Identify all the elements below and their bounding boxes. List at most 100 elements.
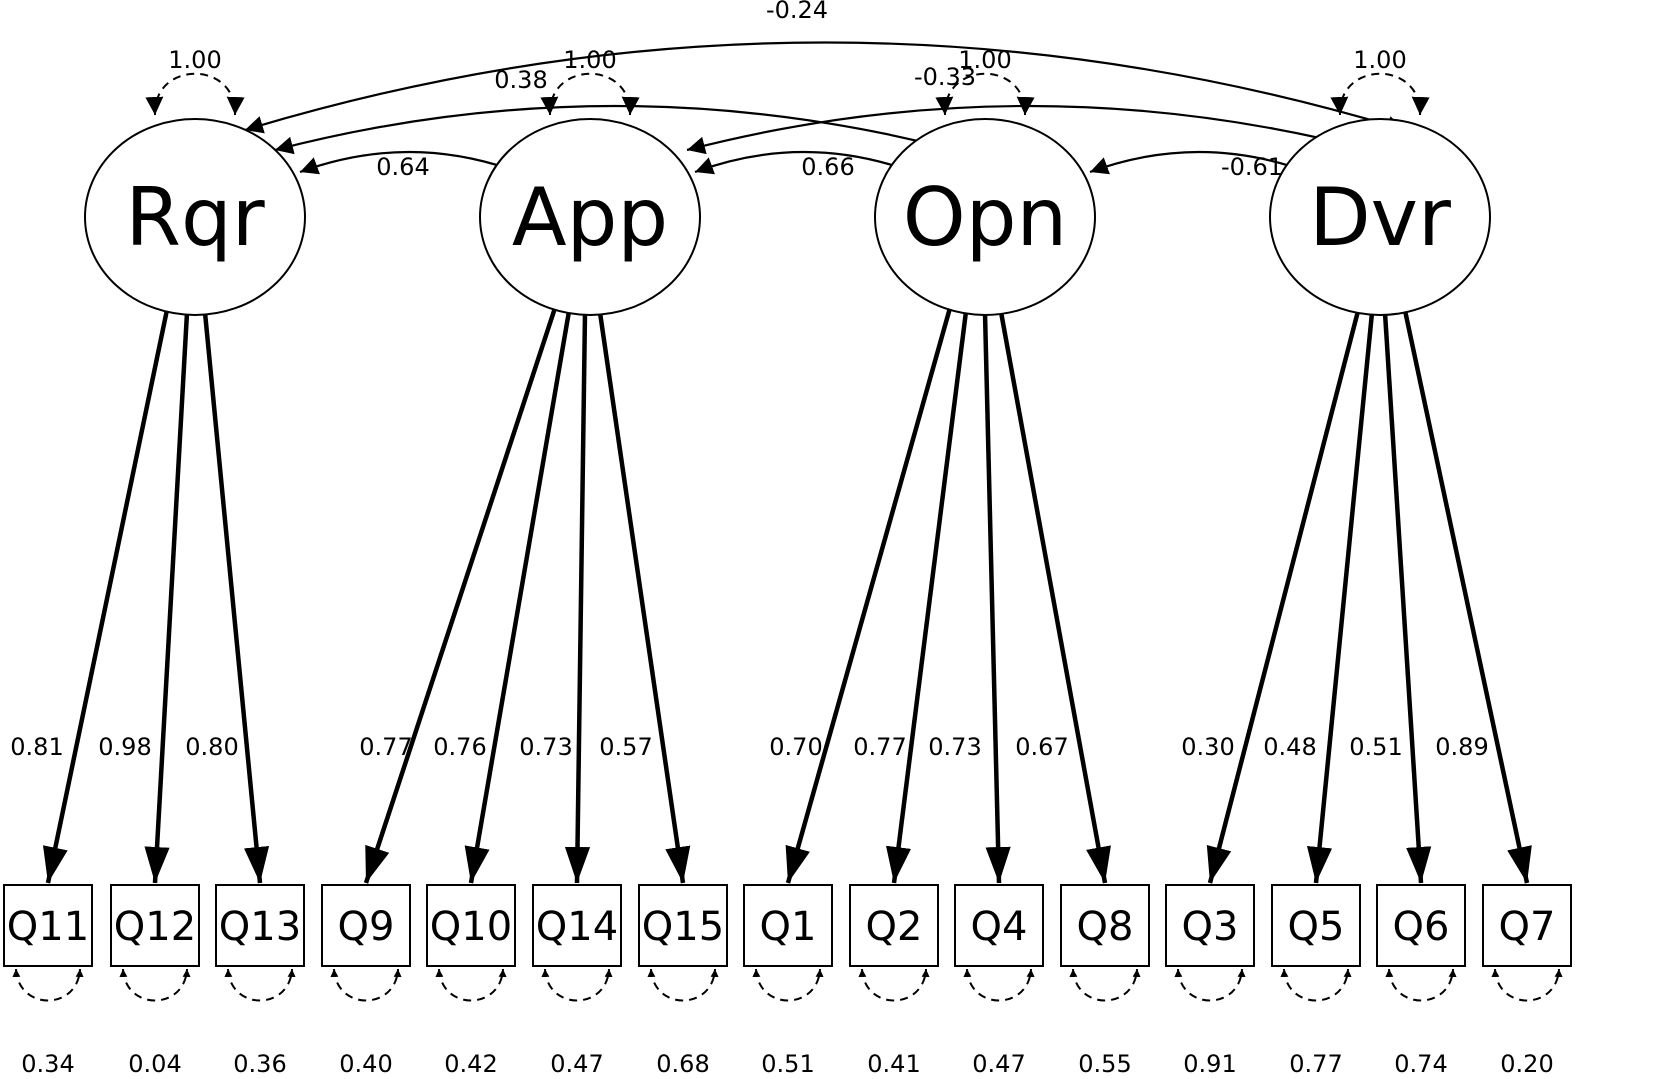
residual-value-q8: 0.55 xyxy=(1078,1050,1131,1078)
variance-value-app: 1.00 xyxy=(563,46,616,74)
loading-value-q2: 0.77 xyxy=(853,733,906,761)
residual-loop-q15 xyxy=(647,968,719,1002)
loading-arrow-q5 xyxy=(1306,312,1375,884)
residual-loop-q2 xyxy=(858,968,930,1002)
item-box-q14 xyxy=(532,884,622,967)
item-label-q5: Q5 xyxy=(1288,904,1345,950)
loading-value-q1: 0.70 xyxy=(769,733,822,761)
loading-value-q15: 0.57 xyxy=(599,733,652,761)
factor-node-opn xyxy=(874,118,1096,316)
item-label-q8: Q8 xyxy=(1077,904,1134,950)
loading-arrow-q7 xyxy=(1402,309,1532,884)
item-box-q1 xyxy=(743,884,833,967)
loading-arrow-q6 xyxy=(1382,312,1432,884)
residual-value-q4: 0.47 xyxy=(972,1050,1025,1078)
item-box-q8 xyxy=(1060,884,1150,967)
residual-value-q3: 0.91 xyxy=(1183,1050,1236,1078)
item-label-q1: Q1 xyxy=(760,904,817,950)
item-box-q12 xyxy=(110,884,200,967)
loading-arrow-q15 xyxy=(597,312,691,884)
loading-arrow-q2 xyxy=(885,311,969,884)
residual-loop-q4 xyxy=(963,968,1035,1002)
variance-loop-dvr xyxy=(1330,72,1430,116)
item-label-q15: Q15 xyxy=(642,904,724,950)
item-label-q9: Q9 xyxy=(338,904,395,950)
residual-value-q10: 0.42 xyxy=(444,1050,497,1078)
residual-value-q14: 0.47 xyxy=(550,1050,603,1078)
loading-arrow-q8 xyxy=(998,311,1111,884)
loading-value-q4: 0.73 xyxy=(928,733,981,761)
loading-arrow-q10 xyxy=(464,310,572,884)
loading-arrow-q3 xyxy=(1206,310,1361,884)
loading-arrow-q13 xyxy=(202,312,270,884)
factor-label-app: App xyxy=(512,171,668,264)
residual-value-q12: 0.04 xyxy=(128,1050,181,1078)
residual-loop-q7 xyxy=(1491,968,1563,1002)
item-label-q11: Q11 xyxy=(7,904,89,950)
variance-loop-opn xyxy=(935,72,1035,116)
residual-value-q13: 0.36 xyxy=(233,1050,286,1078)
loading-value-q9: 0.77 xyxy=(359,733,412,761)
residual-value-q2: 0.41 xyxy=(867,1050,920,1078)
residual-loop-q12 xyxy=(119,968,191,1002)
residual-value-q15: 0.68 xyxy=(656,1050,709,1078)
item-label-q7: Q7 xyxy=(1499,904,1556,950)
item-label-q2: Q2 xyxy=(866,904,923,950)
item-box-q2 xyxy=(849,884,939,967)
covariance-value-opn-dvr: -0.61 xyxy=(1221,153,1283,181)
loading-value-q10: 0.76 xyxy=(433,733,486,761)
variance-value-rqr: 1.00 xyxy=(168,46,221,74)
item-box-q4 xyxy=(954,884,1044,967)
loading-value-q13: 0.80 xyxy=(185,733,238,761)
loading-value-q5: 0.48 xyxy=(1263,733,1316,761)
factor-label-opn: Opn xyxy=(903,171,1067,264)
residual-value-q6: 0.74 xyxy=(1394,1050,1447,1078)
variance-loop-app xyxy=(540,72,640,116)
factor-label-rqr: Rqr xyxy=(125,171,264,264)
residual-loop-q3 xyxy=(1174,968,1246,1002)
loading-value-q12: 0.98 xyxy=(98,733,151,761)
residual-loop-q13 xyxy=(224,968,296,1002)
loading-arrow-q14 xyxy=(564,312,591,884)
item-box-q10 xyxy=(426,884,516,967)
factor-label-dvr: Dvr xyxy=(1309,171,1451,264)
item-label-q10: Q10 xyxy=(430,904,512,950)
item-label-q6: Q6 xyxy=(1393,904,1450,950)
item-box-q9 xyxy=(321,884,411,967)
covariance-value-rqr-app: 0.64 xyxy=(376,153,429,181)
residual-loop-q10 xyxy=(435,968,507,1002)
residual-loop-q6 xyxy=(1385,968,1457,1002)
item-label-q14: Q14 xyxy=(536,904,618,950)
variance-value-dvr: 1.00 xyxy=(1353,46,1406,74)
covariance-value-app-opn: 0.66 xyxy=(801,153,854,181)
covariance-value-app-dvr: -0.33 xyxy=(914,63,976,91)
loading-value-q11: 0.81 xyxy=(10,733,63,761)
residual-loop-q11 xyxy=(12,968,84,1002)
residual-value-q1: 0.51 xyxy=(761,1050,814,1078)
residual-loop-q9 xyxy=(330,968,402,1002)
item-box-q11 xyxy=(3,884,93,967)
loading-arrow-q9 xyxy=(363,307,558,884)
residual-loop-q8 xyxy=(1069,968,1141,1002)
covariance-arc-rqr-dvr xyxy=(244,41,1406,134)
loading-value-q6: 0.51 xyxy=(1349,733,1402,761)
item-box-q13 xyxy=(215,884,305,967)
variance-loop-rqr xyxy=(145,72,245,116)
item-box-q7 xyxy=(1482,884,1572,967)
loading-arrow-q12 xyxy=(144,312,190,884)
item-box-q6 xyxy=(1376,884,1466,967)
covariance-value-rqr-dvr: -0.24 xyxy=(766,0,828,24)
residual-value-q11: 0.34 xyxy=(21,1050,74,1078)
item-box-q3 xyxy=(1165,884,1255,967)
factor-node-app xyxy=(479,118,701,316)
factor-node-rqr xyxy=(84,118,306,316)
item-label-q4: Q4 xyxy=(971,904,1028,950)
item-label-q13: Q13 xyxy=(219,904,301,950)
residual-value-q7: 0.20 xyxy=(1500,1050,1553,1078)
residual-loop-q5 xyxy=(1280,968,1352,1002)
loading-value-q8: 0.67 xyxy=(1015,733,1068,761)
residual-value-q5: 0.77 xyxy=(1289,1050,1342,1078)
covariance-value-rqr-opn: 0.38 xyxy=(494,66,547,94)
loading-value-q14: 0.73 xyxy=(519,733,572,761)
item-label-q3: Q3 xyxy=(1182,904,1239,950)
